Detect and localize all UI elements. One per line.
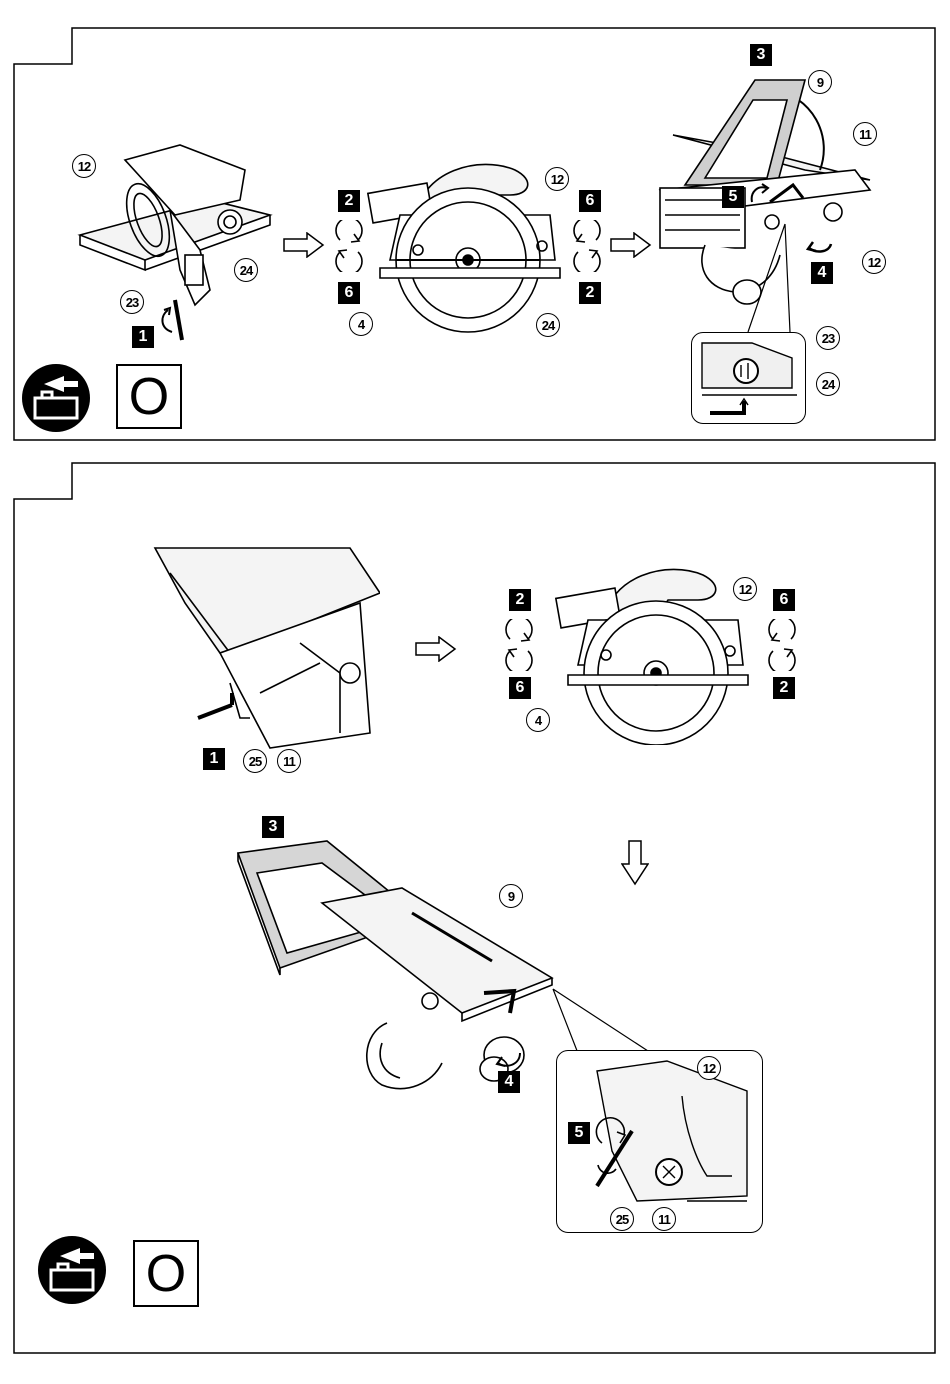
step-6-right: 6: [579, 190, 601, 212]
callout-12: 12: [545, 167, 569, 191]
step-3: 3: [262, 816, 284, 838]
step-4: 4: [811, 262, 833, 284]
callout-25: 25: [610, 1207, 634, 1231]
callout-12: 12: [72, 154, 96, 178]
callout-4: 4: [526, 708, 550, 732]
callout-24: 24: [536, 313, 560, 337]
arrow-right-icon: [283, 232, 325, 258]
step-6-right: 6: [773, 589, 795, 611]
saw-inverted-with-square-illustration: [232, 833, 572, 1133]
rotate-counterclockwise-icon: [805, 232, 835, 256]
mode-letter-box: O: [116, 364, 182, 429]
step-3: 3: [750, 44, 772, 66]
callout-25: 25: [243, 749, 267, 773]
callout-11: 11: [853, 122, 877, 146]
callout-12: 12: [697, 1056, 721, 1080]
callout-9: 9: [808, 70, 832, 94]
callout-11: 11: [652, 1207, 676, 1231]
step-6-left: 6: [338, 282, 360, 304]
arrow-right-icon: [415, 636, 457, 662]
step-2-left: 2: [338, 190, 360, 212]
step-2-left: 2: [509, 589, 531, 611]
detail-inset-drawing: [692, 333, 804, 423]
step-4: 4: [498, 1071, 520, 1093]
rotate-clockwise-icon: [332, 220, 366, 272]
arrow-down-icon: [621, 840, 649, 886]
callout-23: 23: [816, 326, 840, 350]
rotate-counterclockwise-icon: [570, 220, 604, 272]
callout-12: 12: [733, 577, 757, 601]
rotate-clockwise-icon: [156, 306, 178, 336]
saw-side-illustration: [360, 150, 570, 340]
detail-leader-lines: [740, 220, 800, 340]
step-1: 1: [203, 748, 225, 770]
rotate-clockwise-icon: [748, 182, 772, 206]
step-5: 5: [722, 186, 744, 208]
mode-letter-box: O: [133, 1240, 199, 1307]
step-1: 1: [132, 326, 154, 348]
rotate-counterclockwise-icon: [494, 1045, 524, 1073]
instruction-panel-top: 12 23 24 1 2 6 4 24 12 6: [0, 0, 950, 445]
step-2-right: 2: [773, 677, 795, 699]
callout-23: 23: [120, 290, 144, 314]
detail-inset: [691, 332, 806, 424]
arrow-right-icon: [610, 232, 652, 258]
callout-24: 24: [816, 372, 840, 396]
callout-4: 4: [349, 312, 373, 336]
step-2-right: 2: [579, 282, 601, 304]
callout-9: 9: [499, 884, 523, 908]
rotate-counterclockwise-icon: [594, 1115, 630, 1185]
battery-remove-icon: [38, 1236, 106, 1304]
instruction-panel-bottom: 1 25 11 2 6 4 12 6 2: [0, 455, 950, 1384]
step-6-left: 6: [509, 677, 531, 699]
battery-remove-icon: [22, 364, 90, 432]
callout-12: 12: [862, 250, 886, 274]
rotate-clockwise-icon: [502, 619, 536, 671]
step-5: 5: [568, 1122, 590, 1144]
callout-11: 11: [277, 749, 301, 773]
saw-side-illustration: [548, 555, 758, 745]
saw-tilted-illustration: [150, 543, 380, 753]
rotate-counterclockwise-icon: [765, 619, 799, 671]
callout-24: 24: [234, 258, 258, 282]
